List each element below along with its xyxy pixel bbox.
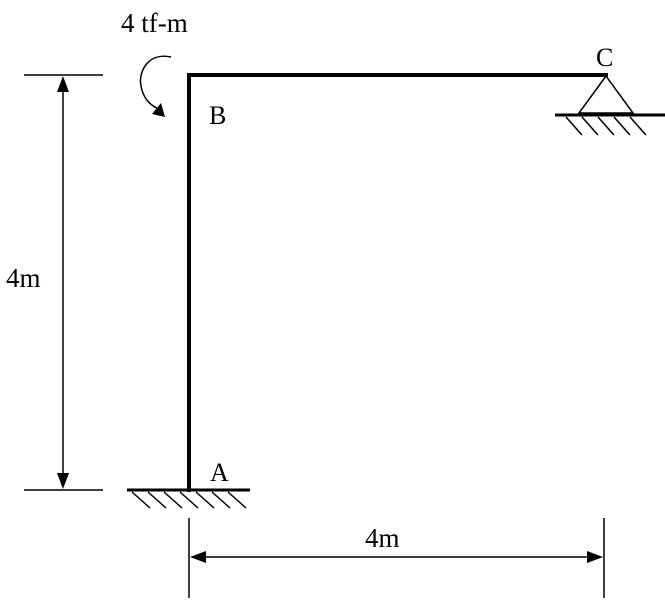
pin-support-hatching [565,116,647,136]
vertical-arrowhead-top [57,76,69,92]
horizontal-dimension-label: 4m [365,523,400,553]
vertical-arrowhead-bottom [57,473,69,489]
node-label-b: B [209,101,226,130]
horizontal-arrowhead-left [190,551,206,563]
vertical-dimension-label: 4m [6,263,41,293]
applied-moment-b [139,55,172,117]
moment-arrowhead [152,103,165,117]
moment-label: 4 tf-m [121,8,188,38]
horizontal-dimension [188,518,605,598]
fixed-support-hatching [131,491,247,509]
node-label-c: C [596,43,613,72]
fixed-support-a [127,488,250,509]
vertical-dimension [24,74,103,491]
frame-members [187,73,608,492]
moment-arc [139,55,172,109]
pin-support-c [555,74,665,136]
pin-support-triangle [577,74,635,114]
node-label-a: A [210,458,229,487]
horizontal-arrowhead-right [587,551,603,563]
